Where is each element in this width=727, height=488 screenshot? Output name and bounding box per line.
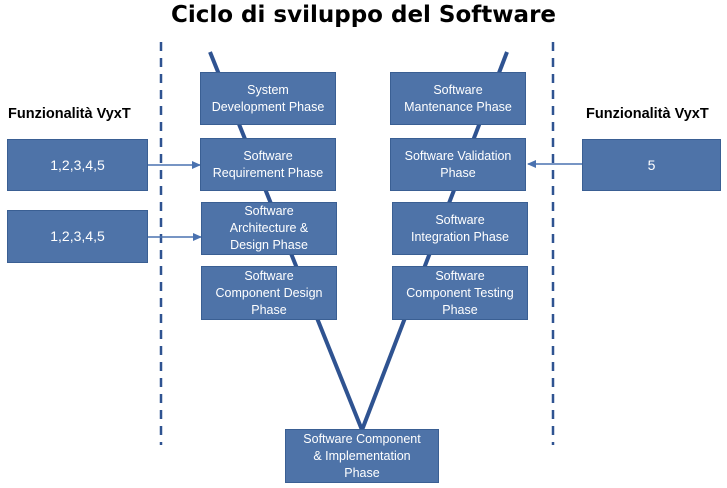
phase-component-implementation: Software Component & Implementation Phas… [285, 429, 439, 483]
phase-software-requirement: Software Requirement Phase [200, 138, 336, 191]
phase-software-validation: Software Validation Phase [390, 138, 526, 191]
functionality-box-requirement: 1,2,3,4,5 [7, 139, 148, 191]
functionality-box-validation: 5 [582, 139, 721, 191]
phase-component-design: Software Component Design Phase [201, 266, 337, 320]
phase-architecture-design: Software Architecture & Design Phase [201, 202, 337, 255]
phase-component-testing: Software Component Testing Phase [392, 266, 528, 320]
right-functionality-label: Funzionalità VyxT [586, 106, 709, 122]
left-functionality-label: Funzionalità VyxT [8, 106, 131, 122]
phase-system-development: System Development Phase [200, 72, 336, 125]
phase-software-integration: Software Integration Phase [392, 202, 528, 255]
phase-software-maintenance: Software Mantenance Phase [390, 72, 526, 125]
diagram-title: Ciclo di sviluppo del Software [170, 2, 557, 28]
functionality-box-architecture: 1,2,3,4,5 [7, 210, 148, 263]
